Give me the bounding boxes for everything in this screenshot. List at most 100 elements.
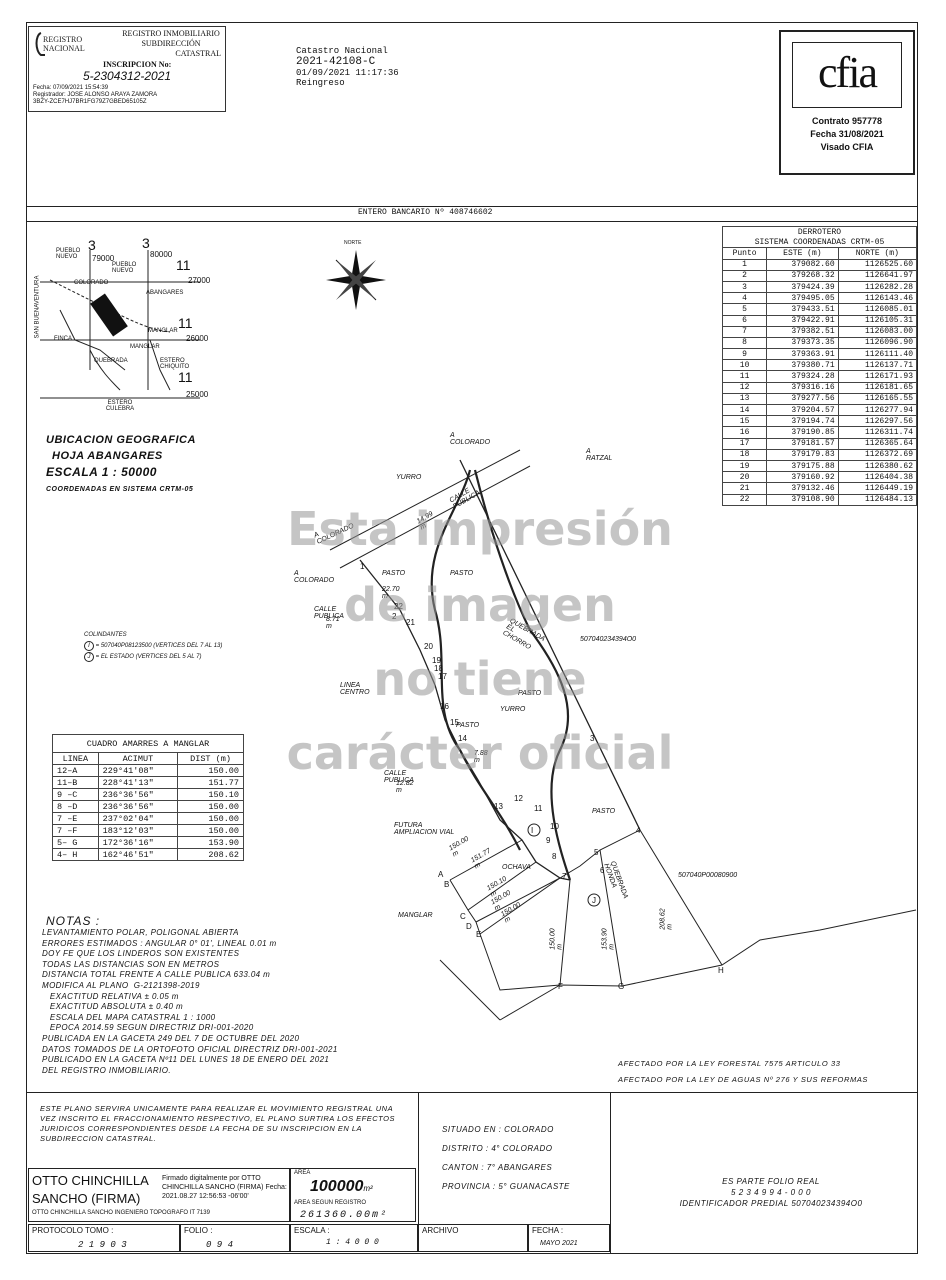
survey-point-label: 12	[514, 794, 523, 803]
folio-real: 5 2 3 4 9 9 4 - 0 0 0	[731, 1188, 811, 1197]
derrotero-cell: 379373.35	[766, 336, 839, 350]
plan-a-colorado-1: A COLORADO	[450, 432, 491, 446]
derrotero-table: DERROTERO SISTEMA COORDENADAS CRTM-05 Pu…	[721, 226, 918, 506]
derrotero-cell: 379433.51	[766, 303, 839, 316]
map-n11a: 11	[176, 257, 191, 273]
derrotero-cell: 12	[721, 381, 768, 394]
distrito: DISTRITO : 4° COLORADO	[442, 1144, 553, 1153]
plan-pasto-1: PASTO	[382, 570, 406, 577]
plan-d2086: 208.62 m	[659, 908, 674, 930]
area-box	[290, 1168, 416, 1222]
survey-point-label: 10	[550, 822, 559, 831]
archivo-box	[418, 1224, 528, 1252]
amarres-cell: 7 –E	[52, 812, 99, 825]
nota-line: ERRORES ESTIMADOS : ANGULAR 0° 01', LINE…	[42, 938, 277, 948]
map-n3b: 3	[142, 235, 150, 251]
stamp-registrador: Registrador: JOSE ALONSO ARAYA ZAMORA	[33, 92, 158, 98]
derrotero-cell: 14	[721, 403, 768, 417]
area-value: 100000m²	[310, 1178, 373, 1195]
catastro-datetime: 01/09/2021 11:17:36	[296, 68, 399, 78]
situado: SITUADO EN : COLORADO	[442, 1125, 554, 1134]
nota-line: PUBLICADO EN LA GACETA Nº11 DEL LUNES 18…	[42, 1055, 330, 1065]
survey-point-label: 21	[406, 618, 415, 627]
colindante-j: J = EL ESTADO (VERTICES DEL 5 AL 7)	[84, 652, 222, 663]
derrotero-header: NORTE (m)	[837, 247, 918, 260]
cfia-logo: cfia	[792, 42, 902, 108]
derrotero-cell: 8	[721, 336, 768, 350]
map-hoja: HOJA ABANGARES	[52, 450, 163, 462]
amarres-cell: 150.00	[177, 812, 244, 825]
escala-box	[290, 1224, 418, 1252]
map-manglar-a: MANGLAR	[148, 328, 178, 334]
derrotero-cell: 379268.32	[766, 269, 839, 282]
map-manglar-b: MANGLAR	[130, 344, 160, 350]
derrotero-cell: 379204.57	[766, 403, 839, 417]
inscription-number: 5-2304312-2021	[83, 69, 172, 83]
plan-pasto-5: PASTO	[592, 808, 616, 815]
amarres-cell: 8 –D	[52, 800, 99, 813]
area-registro-value: 261360.00m²	[300, 1210, 389, 1221]
folio-label: FOLIO :	[184, 1226, 213, 1235]
survey-point-label: 2	[392, 612, 397, 621]
plan-yurro-1: YURRO	[396, 474, 422, 481]
survey-point-label: A	[438, 870, 444, 879]
plan-linea-centro: LINEA CENTRO	[340, 682, 370, 696]
footer-divider-2	[610, 1092, 611, 1254]
watermark-4: carácter oficial	[286, 726, 674, 780]
folio-box	[180, 1224, 290, 1252]
derrotero-cell: 1126083.00	[837, 325, 918, 338]
derrotero-title: DERROTERO	[722, 226, 917, 238]
derrotero-cell: 379108.90	[766, 493, 839, 506]
derrotero-cell: 379194.74	[766, 415, 839, 428]
fecha-value: MAYO 2021	[540, 1240, 578, 1247]
protocolo-label: PROTOCOLO TOMO :	[32, 1226, 114, 1235]
amarres-cell: 236°36'56"	[97, 800, 179, 813]
nota-line: ESCALA DEL MAPA CATASTRAL 1 : 1000	[42, 1012, 216, 1022]
derrotero-cell: 1126484.13	[837, 493, 918, 506]
derrotero-cell: 1126137.71	[837, 359, 918, 372]
afectacion-forestal: AFECTADO POR LA LEY FORESTAL 7575 ARTICU…	[618, 1059, 841, 1068]
survey-point-label: F	[558, 982, 563, 991]
watermark-3: no tiene	[373, 652, 587, 706]
cfia-contrato: Contrato 957778	[811, 116, 883, 126]
nota-line: DOY FE QUE LOS LINDEROS SON EXISTENTES	[42, 949, 240, 959]
area-registro-label: AREA SEGUN REGISTRO	[294, 1200, 367, 1206]
survey-point-label: B	[444, 880, 450, 889]
amarres-cell: 208.62	[177, 848, 244, 861]
north-arrow-icon	[326, 250, 386, 310]
entero-bancario: ENTERO BANCARIO Nº 408746602	[358, 208, 493, 217]
amarres-cell: 150.00	[177, 800, 244, 813]
survey-point-label: C	[460, 912, 466, 921]
plan-dist-788: 7.88 m	[474, 750, 488, 764]
amarres-cell: 4– H	[52, 848, 99, 861]
nota-line: EXACTITUD RELATIVA ± 0.05 m	[42, 991, 179, 1001]
derrotero-cell: 379382.51	[766, 325, 839, 338]
canton: CANTON : 7° ABANGARES	[442, 1163, 553, 1172]
survey-point-label: J	[592, 896, 596, 905]
survey-point-label: 18	[434, 664, 443, 673]
watermark-2: de imagen	[344, 578, 616, 632]
map-n11b: 11	[178, 315, 193, 331]
protocolo-box	[28, 1224, 180, 1252]
amarres-cell: 162°46'51"	[97, 848, 179, 861]
survey-point-label: 3	[590, 734, 595, 743]
nota-line: DATOS TOMADOS DE LA ORTOFOTO OFICIAL DIR…	[42, 1044, 338, 1054]
derrotero-cell: 379380.71	[766, 359, 839, 372]
firma-digital: Firmado digitalmente por OTTO CHINCHILLA…	[162, 1175, 287, 1200]
derrotero-cell: 1126085.01	[837, 303, 918, 316]
derrotero-cell: 379324.28	[766, 370, 839, 383]
